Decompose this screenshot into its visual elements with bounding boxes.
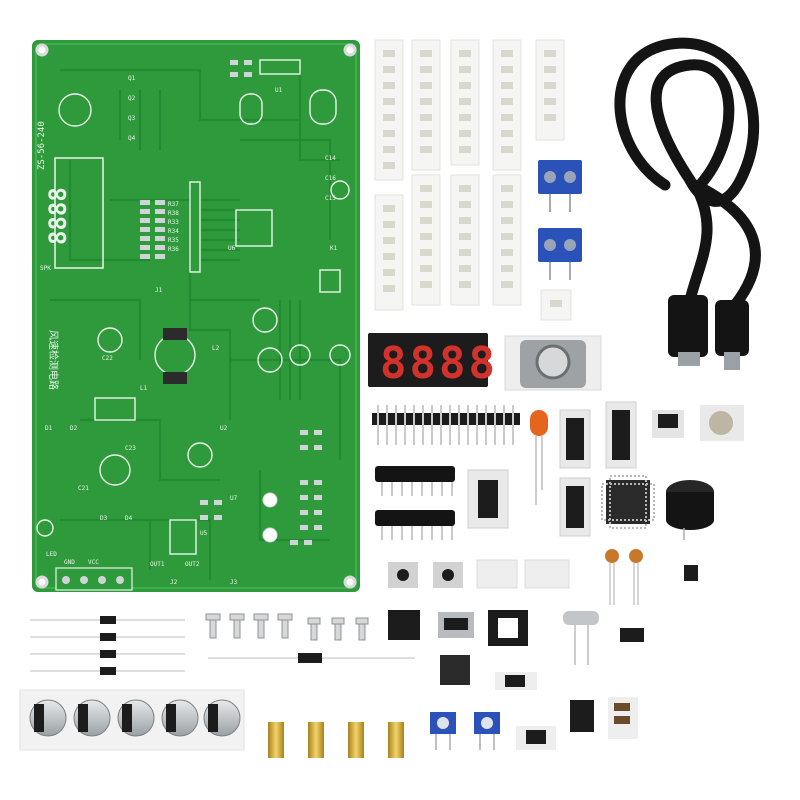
svg-text:R33: R33	[168, 219, 179, 226]
svg-text:R36: R36	[168, 246, 179, 253]
svg-text:C22: C22	[102, 355, 113, 362]
svg-text:VCC: VCC	[88, 559, 99, 566]
brass-standoffs	[268, 722, 404, 758]
seven-segment-display: 8888	[368, 333, 498, 389]
pcb-vertical-title: 风速检测电路	[47, 330, 60, 390]
svg-text:U1: U1	[275, 87, 283, 94]
ceramic-capacitors	[605, 549, 643, 605]
pcb-labels: R37 R38 R33 R34 R35 R36 C16 C15 Q1 Q2 Q3…	[40, 75, 338, 586]
diodes	[30, 616, 415, 675]
svg-text:U6: U6	[228, 245, 236, 252]
pcb-model-code: ZS-56-240	[37, 121, 47, 170]
svg-text:J1: J1	[155, 287, 163, 294]
svg-text:OUT2: OUT2	[185, 561, 200, 568]
svg-text:D3: D3	[100, 515, 108, 522]
resistor-networks	[375, 466, 455, 540]
pcb-ferrite-top	[163, 328, 187, 340]
svg-text:Q3: Q3	[128, 115, 136, 122]
svg-text:8888: 8888	[44, 187, 72, 245]
svg-text:U7: U7	[230, 495, 238, 502]
pcb-bottom-connector	[55, 492, 278, 591]
svg-text:L1: L1	[140, 385, 148, 392]
pcb-ferrite-bottom	[163, 372, 187, 384]
svg-text:U5: U5	[200, 530, 208, 537]
svg-text:Q4: Q4	[128, 135, 136, 142]
svg-text:R35: R35	[168, 237, 179, 244]
buzzer	[666, 480, 714, 540]
tact-switches	[388, 562, 463, 588]
svg-text:J2: J2	[170, 579, 178, 586]
svg-text:Q2: Q2	[128, 95, 136, 102]
usb-cable	[614, 37, 761, 370]
svg-text:R37: R37	[168, 201, 179, 208]
svg-text:C16: C16	[325, 175, 336, 182]
red-led	[530, 410, 548, 505]
electrolytic-capacitors	[19, 689, 245, 751]
mounting-holes	[35, 43, 357, 589]
svg-text:L2: L2	[212, 345, 220, 352]
svg-text:R34: R34	[168, 228, 179, 235]
screws	[205, 613, 369, 641]
svg-text:C15: C15	[325, 195, 336, 202]
svg-text:C14: C14	[325, 155, 336, 162]
mcu-chip	[601, 475, 655, 529]
sockets-and-connectors	[388, 610, 599, 665]
svg-text:D1: D1	[45, 425, 53, 432]
pcb-board: 8888 风速检测电路 ZS-56-240 R37 R38 R33 R34 R3…	[32, 40, 360, 592]
svg-text:R38: R38	[168, 210, 179, 217]
svg-text:D4: D4	[125, 515, 133, 522]
smd-led-strips	[476, 559, 570, 589]
svg-text:SPK: SPK	[40, 265, 51, 272]
potentiometers	[430, 712, 500, 750]
svg-text:C21: C21	[78, 485, 89, 492]
pin-header	[372, 405, 520, 445]
svg-text:Q1: Q1	[128, 75, 136, 82]
pcb-pads	[140, 60, 322, 545]
screw-terminals	[538, 160, 582, 280]
tape-resistors	[374, 39, 572, 321]
svg-text:U2: U2	[220, 425, 228, 432]
pcb-footprints	[36, 59, 351, 555]
inductor-package	[504, 335, 602, 391]
svg-text:C23: C23	[125, 445, 136, 452]
svg-text:D2: D2	[70, 425, 78, 432]
svg-text:J3: J3	[230, 579, 238, 586]
ic-packages	[467, 401, 637, 537]
pcb-display-outline: 8888	[44, 157, 104, 269]
svg-text:OUT1: OUT1	[150, 561, 165, 568]
display-digits: 8888	[380, 338, 498, 389]
misc-components	[440, 405, 744, 750]
svg-text:GND: GND	[64, 559, 75, 566]
svg-text:LED: LED	[46, 551, 57, 558]
svg-text:K1: K1	[330, 245, 338, 252]
